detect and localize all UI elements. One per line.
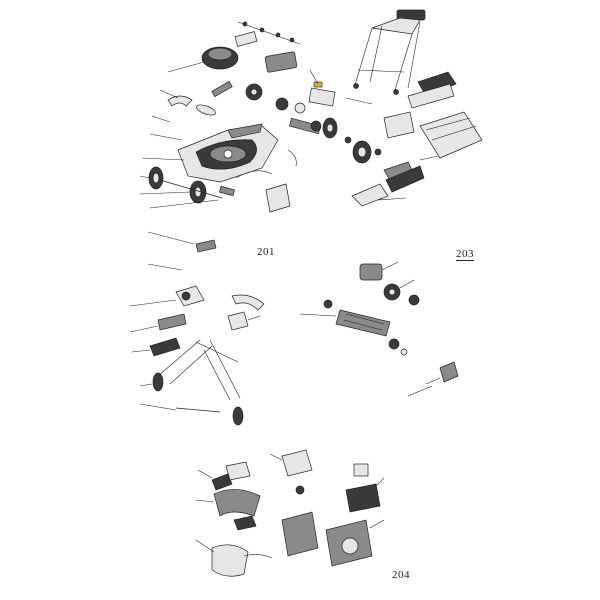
section-label-203: 203 <box>456 248 474 261</box>
main-callout-lines <box>139 61 439 209</box>
main-assembly <box>139 9 483 213</box>
axle-parts <box>159 81 382 199</box>
height-lever <box>235 149 297 213</box>
rear-right-wheel <box>352 140 372 164</box>
rear-guards <box>351 161 425 207</box>
section-label-204: 204 <box>392 569 410 581</box>
front-left-wheel <box>148 166 164 190</box>
left-small-parts <box>167 80 306 116</box>
motor-cover <box>201 31 298 73</box>
section-201-handle-assembly <box>129 231 265 426</box>
mower-deck <box>177 123 279 183</box>
rear-left-wheel <box>189 180 207 204</box>
handle-frame <box>353 9 426 95</box>
section-204-motor-assembly <box>195 449 385 577</box>
top-bolt-row <box>237 21 301 45</box>
grass-bag <box>383 71 483 159</box>
section-label-201: 201 <box>257 246 275 258</box>
middle-wheel <box>322 117 338 139</box>
section-203-drive-assembly <box>299 261 459 397</box>
